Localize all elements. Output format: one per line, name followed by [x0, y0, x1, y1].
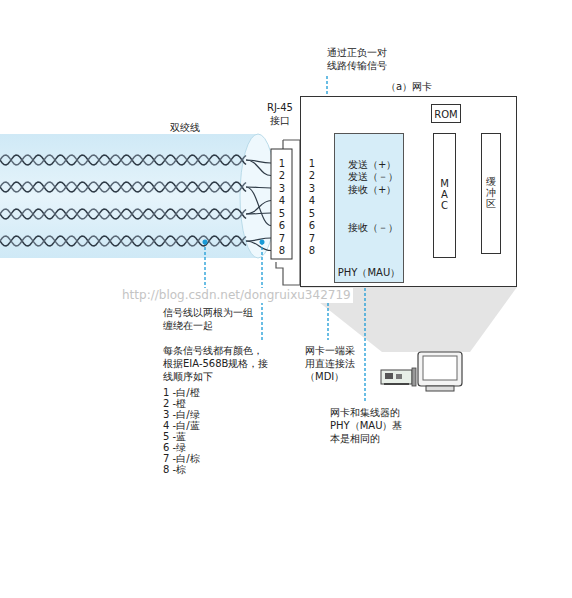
pair-wire [0, 155, 246, 165]
callout-note: 信号线以两根为一组 缠绕在一起 [163, 306, 267, 332]
cable-body [0, 134, 258, 258]
box-label: 发送（－） [348, 170, 398, 183]
watermark: http://blog.csdn.net/dongruixu342719 [120, 288, 353, 303]
wire-color-item: 6 -绿 [163, 441, 223, 454]
pin-number: 5 [276, 207, 288, 220]
pair-wire [0, 182, 246, 192]
monitor-base [426, 386, 454, 391]
fan-wire [246, 160, 271, 176]
pin-number: 3 [276, 182, 288, 195]
wire-color-item: 3 -白/绿 [163, 408, 223, 421]
mac-box: MAC [433, 133, 456, 258]
box-label: 接收（－） [348, 221, 398, 234]
fan-wire [246, 213, 271, 214]
pair-wire [0, 182, 246, 192]
pin-number: 4 [307, 194, 317, 207]
pin-number: 6 [276, 219, 288, 232]
rom-box: ROM [431, 104, 461, 123]
fan-wire [246, 187, 271, 226]
nic-board: （a）网卡ROM发送（+）发送（－）接收（+）接收（－）PHY（MAU）MAC缓… [300, 96, 517, 287]
nic-card [381, 370, 412, 384]
wire-color-item: 5 -蓝 [163, 430, 223, 443]
callout-note: 每条信号线都有颜色， 根据EIA-568B规格，接 线顺序如下 [163, 344, 277, 383]
pair-wire [0, 236, 246, 246]
pin-number: 3 [307, 182, 317, 195]
box-label: 发送（+） [348, 158, 396, 171]
pair-wire [0, 209, 246, 219]
pin-number: 8 [276, 244, 288, 257]
box-label: ROM [434, 108, 457, 121]
chip [396, 374, 402, 379]
box-label: PHY（MAU） [338, 266, 400, 279]
pin-number: 5 [307, 207, 317, 220]
leader-dot [203, 240, 208, 245]
fan-wire [246, 238, 271, 241]
pin-number: 4 [276, 194, 288, 207]
wire-color-item: 7 -白/棕 [163, 452, 223, 465]
pin-number: 7 [307, 232, 317, 245]
pair-wire [0, 155, 246, 165]
box-label: 接收（+） [348, 183, 396, 196]
monitor [418, 352, 462, 386]
wire-color-item: 4 -白/蓝 [163, 419, 223, 432]
pin-number: 8 [307, 244, 317, 257]
rj45-pin-strip [271, 149, 292, 259]
pin-number: 2 [307, 169, 317, 182]
card-edge [384, 383, 409, 385]
wire-color-item: 1 -白/橙 [163, 386, 223, 399]
pin-number: 1 [276, 157, 288, 170]
vertical-label: MAC [440, 178, 450, 211]
pin-number: 6 [307, 219, 317, 232]
part-label: 双绞线 [170, 121, 210, 134]
pair-wire [0, 209, 246, 219]
twisted-pairs [0, 155, 271, 250]
phy-box: 发送（+）发送（－）接收（+） 接收（－） PHY（MAU） [334, 133, 404, 283]
fan-wire [246, 201, 271, 215]
leader-line [364, 283, 365, 402]
part-label: RJ-45 接口 [262, 101, 298, 127]
screen [423, 356, 457, 380]
chip [385, 373, 393, 379]
leader-dot [260, 240, 265, 245]
fan-wire [246, 241, 271, 251]
wire-color-item: 2 -橙 [163, 397, 223, 410]
buffer-box: 缓冲区 [481, 133, 501, 254]
card-bracket [412, 368, 416, 386]
computer-illustration [381, 352, 462, 391]
callout-note: 网卡和集线器的 PHY（MAU）基 本是相同的 [330, 406, 410, 445]
callout-note: 网卡一端采 用直连接法 （MDI） [305, 344, 363, 383]
pin-number: 2 [276, 169, 288, 182]
callout-note: 通过正负一对 线路传输信号 [327, 46, 403, 72]
wire-color-item: 8 -棕 [163, 463, 223, 476]
pin-number: 1 [307, 157, 317, 170]
vertical-label: 缓冲区 [486, 176, 496, 209]
board-title: （a）网卡 [386, 80, 432, 93]
pin-number: 7 [276, 232, 288, 245]
pair-wire [0, 236, 246, 246]
